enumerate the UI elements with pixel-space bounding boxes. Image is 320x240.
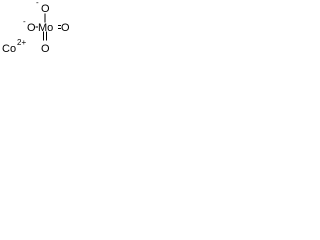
cobalt-charge: 2+ — [17, 38, 26, 47]
cobalt-molybdate-structure: O - O - Mo O O Co 2+ — [2, 0, 70, 55]
top-oxygen-label: O — [41, 3, 50, 15]
left-oxygen-label: O — [27, 22, 36, 34]
bottom-oxygen-label: O — [41, 43, 50, 55]
left-oxygen-charge: - — [23, 17, 26, 26]
molybdenum-label: Mo — [38, 22, 53, 34]
right-oxygen-label: O — [61, 22, 70, 34]
top-oxygen-charge: - — [36, 0, 39, 7]
cobalt-label: Co — [2, 43, 16, 55]
chemical-structure-canvas: O - O - Mo O O Co 2+ — [0, 0, 76, 60]
